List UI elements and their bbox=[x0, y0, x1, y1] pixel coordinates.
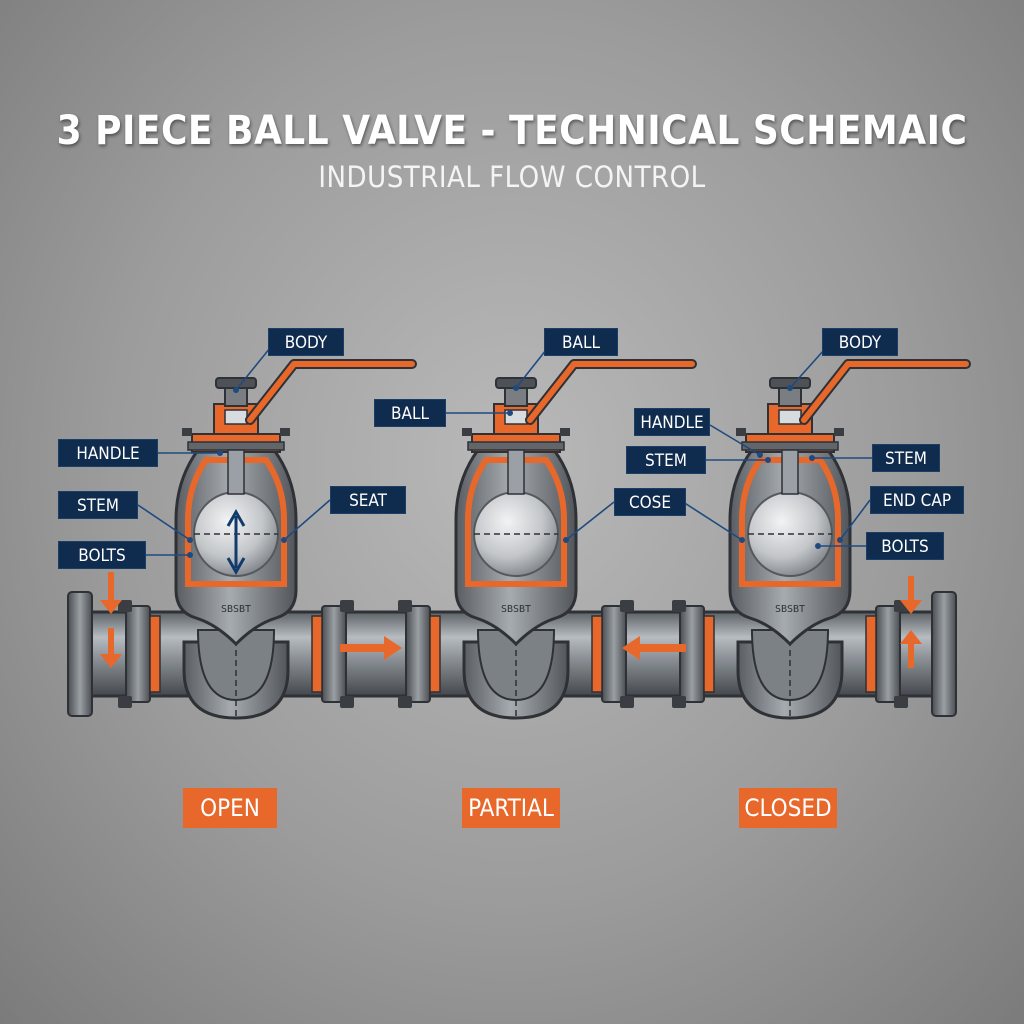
state-badge-partial: PARTIAL bbox=[462, 788, 560, 828]
label-bolts-closed: BOLTS bbox=[866, 532, 944, 560]
page-title: 3 PIECE BALL VALVE - TECHNICAL SCHEMAIC bbox=[56, 108, 968, 154]
end-flange-right bbox=[931, 591, 957, 717]
casting-text-closed: SBSBT bbox=[775, 604, 805, 615]
state-badge-open: OPEN bbox=[183, 788, 277, 828]
label-bolts-open: BOLTS bbox=[58, 541, 146, 569]
state-badge-closed: CLOSED bbox=[739, 788, 837, 828]
label-stem-open: STEM bbox=[58, 491, 138, 519]
label-stem-closed-left: STEM bbox=[626, 446, 706, 474]
label-body-closed: BODY bbox=[822, 328, 898, 356]
casting-text-partial: SBSBT bbox=[501, 604, 531, 615]
label-handle-closed: HANDLE bbox=[634, 408, 710, 436]
label-ball-partial-top: BALL bbox=[544, 328, 618, 356]
label-end-cap-closed: END CAP bbox=[870, 486, 964, 514]
rotation-arrow-icon bbox=[226, 508, 246, 576]
leader-lines bbox=[137, 347, 872, 556]
page-subtitle: INDUSTRIAL FLOW CONTROL bbox=[318, 160, 706, 194]
label-stem-closed-right: STEM bbox=[872, 444, 940, 472]
flow-arrow-icon bbox=[100, 572, 922, 668]
label-handle-open: HANDLE bbox=[58, 439, 158, 467]
end-flange-left bbox=[67, 591, 93, 717]
label-ball-partial-side: BALL bbox=[374, 399, 446, 427]
label-body-open: BODY bbox=[268, 328, 344, 356]
leader-dots bbox=[187, 385, 843, 558]
label-seat-open: SEAT bbox=[330, 486, 406, 514]
label-cose-partial: COSE bbox=[614, 488, 686, 516]
casting-text-open: SBSBT bbox=[221, 604, 251, 615]
